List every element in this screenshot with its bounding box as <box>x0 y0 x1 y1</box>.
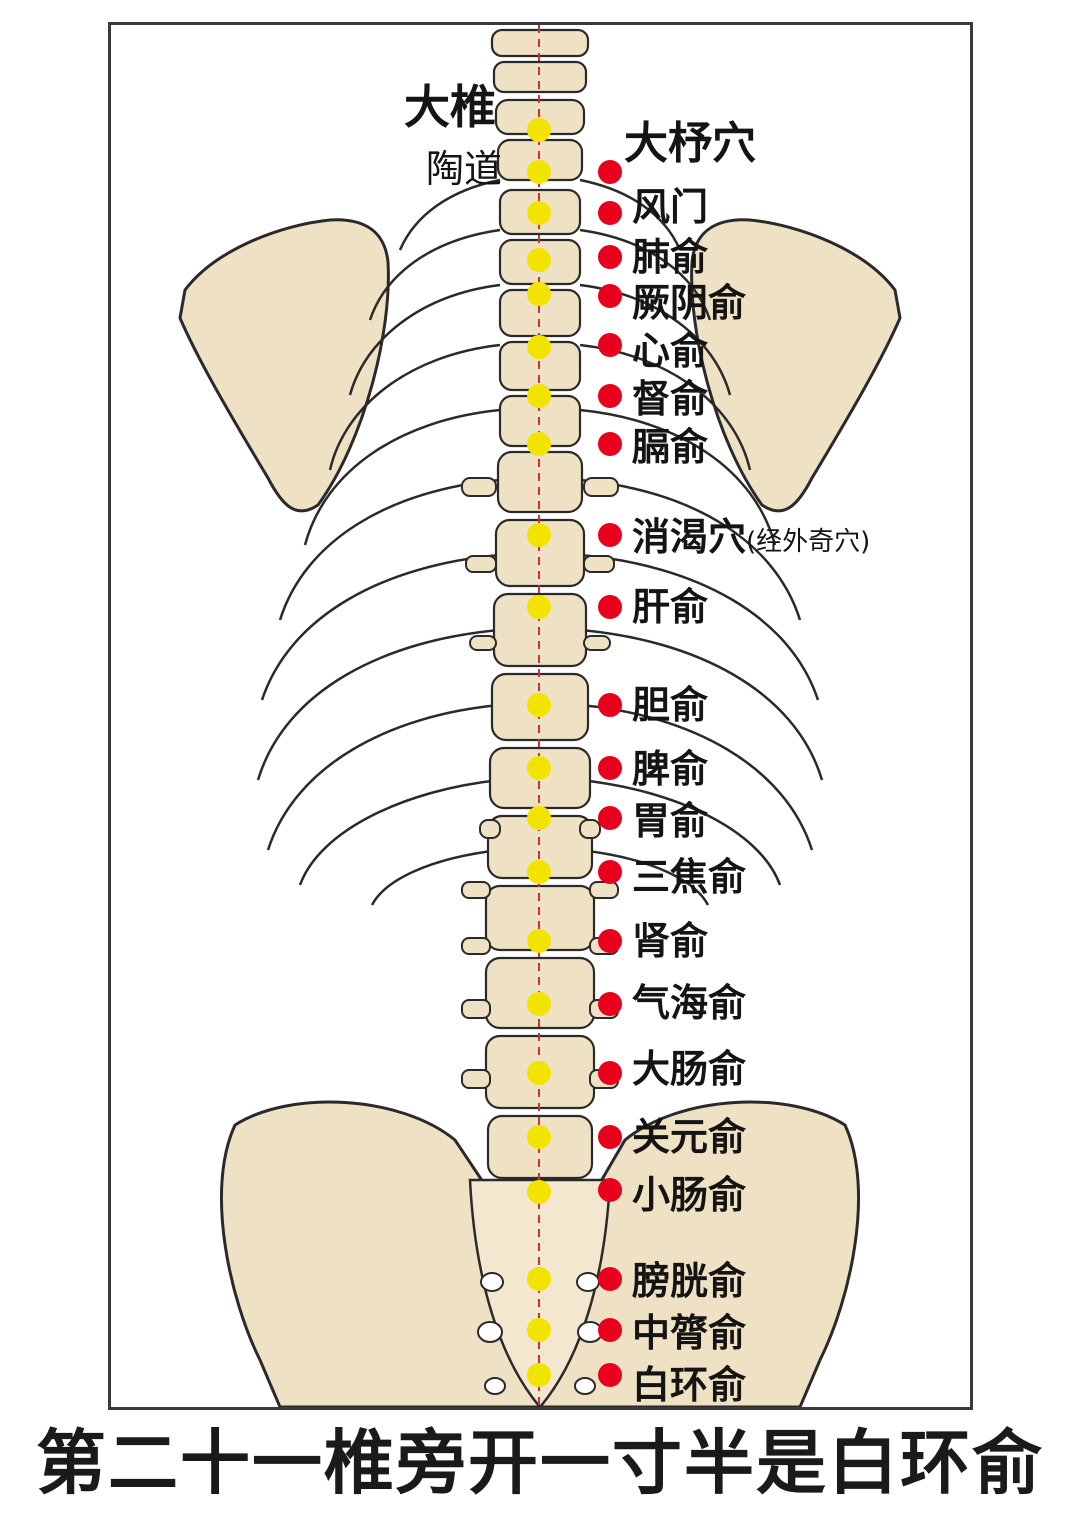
caption: 第二十一椎旁开一寸半是白环俞 <box>36 1422 1044 1504</box>
label-baihuanshu: 白环俞 <box>632 1363 747 1407</box>
bladder-meridian-points <box>598 160 622 1387</box>
label-weishu: 胃俞 <box>632 799 709 843</box>
sacrum <box>468 1178 612 1407</box>
label-dazhu: 大杼穴 <box>624 118 756 169</box>
label-dachangshu: 大肠俞 <box>632 1047 747 1091</box>
label-xinshu: 心俞 <box>632 329 709 373</box>
label-sanjiaoshu: 三焦俞 <box>632 855 747 899</box>
label-shenshu: 肾俞 <box>632 919 709 963</box>
right-scapula <box>690 218 902 513</box>
label-fengmen: 风门 <box>632 185 709 229</box>
label-dazhui: 大椎 <box>404 80 496 134</box>
transverse-processes <box>461 477 619 1089</box>
label-guanyuanshu: 关元俞 <box>632 1115 747 1159</box>
label-ganshu: 肝俞 <box>632 585 709 629</box>
label-xiaoke: 消渴穴(经外奇穴) <box>632 518 870 556</box>
label-pangguangshu: 膀胱俞 <box>632 1259 747 1303</box>
label-xiaoke-note: (经外奇穴) <box>746 527 871 557</box>
label-feishu: 肺俞 <box>632 235 709 279</box>
label-zhonglvshu: 中膂俞 <box>632 1311 747 1355</box>
label-danshu: 胆俞 <box>632 683 709 727</box>
label-jueyinshu: 厥阴俞 <box>632 281 747 325</box>
midline-points <box>527 118 551 1387</box>
label-qihaishu: 气海俞 <box>632 981 747 1025</box>
label-geshu: 膈俞 <box>632 425 709 469</box>
label-xiaoke-name: 消渴穴 <box>632 515 747 559</box>
label-xiaochangshu: 小肠俞 <box>632 1173 747 1217</box>
left-scapula <box>178 218 390 513</box>
left-ribs <box>256 178 501 906</box>
label-taodao: 陶道 <box>426 147 503 191</box>
label-pishu: 脾俞 <box>632 747 709 791</box>
label-dushu: 督俞 <box>632 377 709 421</box>
sacral-foramina <box>477 1272 603 1395</box>
